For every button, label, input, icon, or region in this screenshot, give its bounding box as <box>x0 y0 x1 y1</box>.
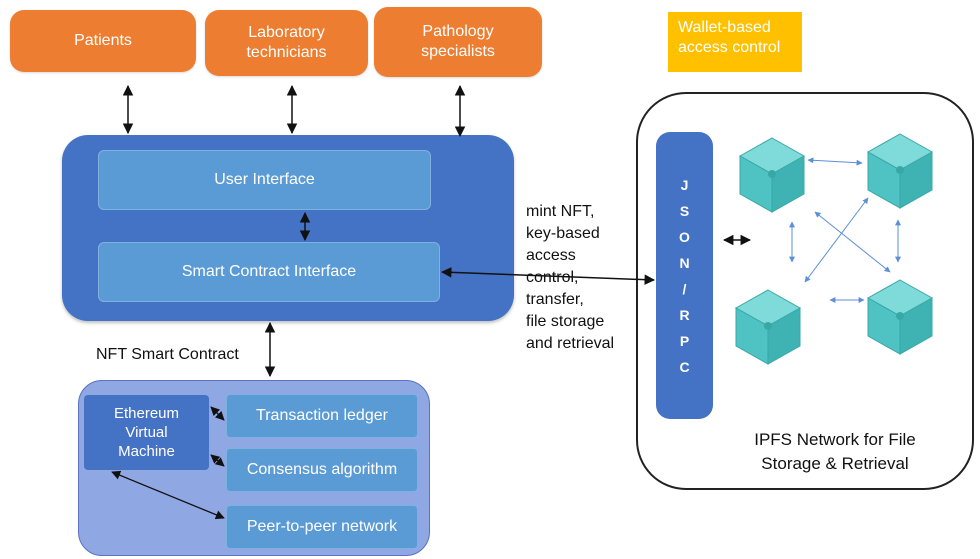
role-label: Pathology specialists <box>421 23 495 60</box>
ipfs-link <box>814 211 891 273</box>
ethereum-virtual-machine-box: Ethereum Virtual Machine <box>84 395 209 470</box>
json-rpc-letter: O <box>679 228 690 245</box>
ipfs-network-label: IPFS Network for File Storage & Retrieva… <box>754 430 916 473</box>
peer-to-peer-network-box: Peer-to-peer network <box>226 505 418 549</box>
json-rpc-box: J S O N / R P C <box>656 132 713 419</box>
evm-label: Ethereum Virtual Machine <box>113 405 180 460</box>
arrow-evm-ledger <box>210 406 225 421</box>
arrow-evm-p2p <box>111 470 225 520</box>
role-patients: Patients <box>10 10 196 72</box>
json-rpc-letter: P <box>679 332 690 349</box>
role-label: Laboratory technicians <box>246 24 327 61</box>
ipfs-node-cube-icon <box>867 279 933 355</box>
role-pathology-specialists: Pathology specialists <box>374 7 542 77</box>
ipfs-link <box>804 197 869 283</box>
consensus-algorithm-box: Consensus algorithm <box>226 448 418 492</box>
ipfs-node-cube-icon <box>739 137 805 213</box>
wallet-access-control-label: Wallet-based access control <box>668 12 802 72</box>
nft-smart-contract-label: NFT Smart Contract <box>96 346 239 363</box>
ipfs-link <box>807 157 863 166</box>
role-label: Patients <box>74 32 132 49</box>
ipfs-node-cube-icon <box>735 289 801 365</box>
arrow-contract-jsonrpc <box>440 267 656 285</box>
json-rpc-letter: / <box>682 280 687 297</box>
ipfs-node-cube-icon <box>867 133 933 209</box>
json-rpc-letter: C <box>679 358 690 375</box>
json-rpc-letter: N <box>679 254 690 271</box>
user-interface-box: User Interface <box>98 150 431 210</box>
role-laboratory-technicians: Laboratory technicians <box>205 10 368 76</box>
json-rpc-letter: S <box>679 202 690 219</box>
json-rpc-letter: J <box>680 176 689 193</box>
json-rpc-letter: R <box>679 306 690 323</box>
smart-contract-interface-box: Smart Contract Interface <box>98 242 440 302</box>
arrow-evm-consensus <box>210 454 225 467</box>
transaction-ledger-box: Transaction ledger <box>226 394 418 438</box>
